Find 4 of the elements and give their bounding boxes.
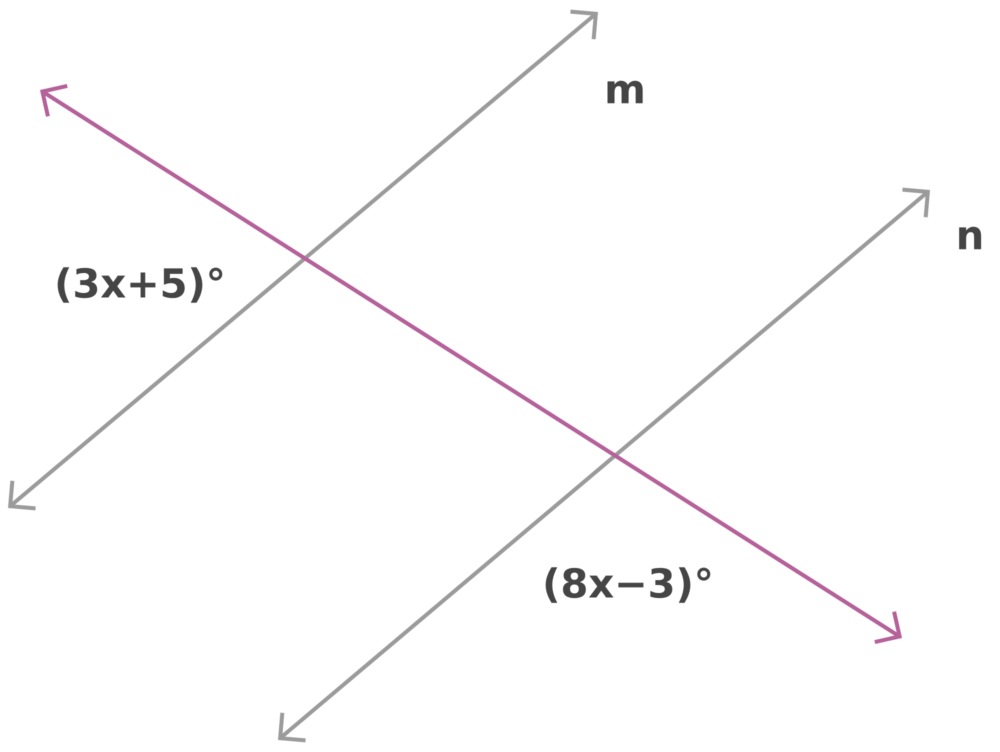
angle-label: (8x−3)° bbox=[546, 567, 710, 603]
line-label: n bbox=[959, 226, 982, 250]
line-label: m bbox=[608, 80, 643, 104]
angle-label: (3x+5)° bbox=[58, 267, 222, 303]
